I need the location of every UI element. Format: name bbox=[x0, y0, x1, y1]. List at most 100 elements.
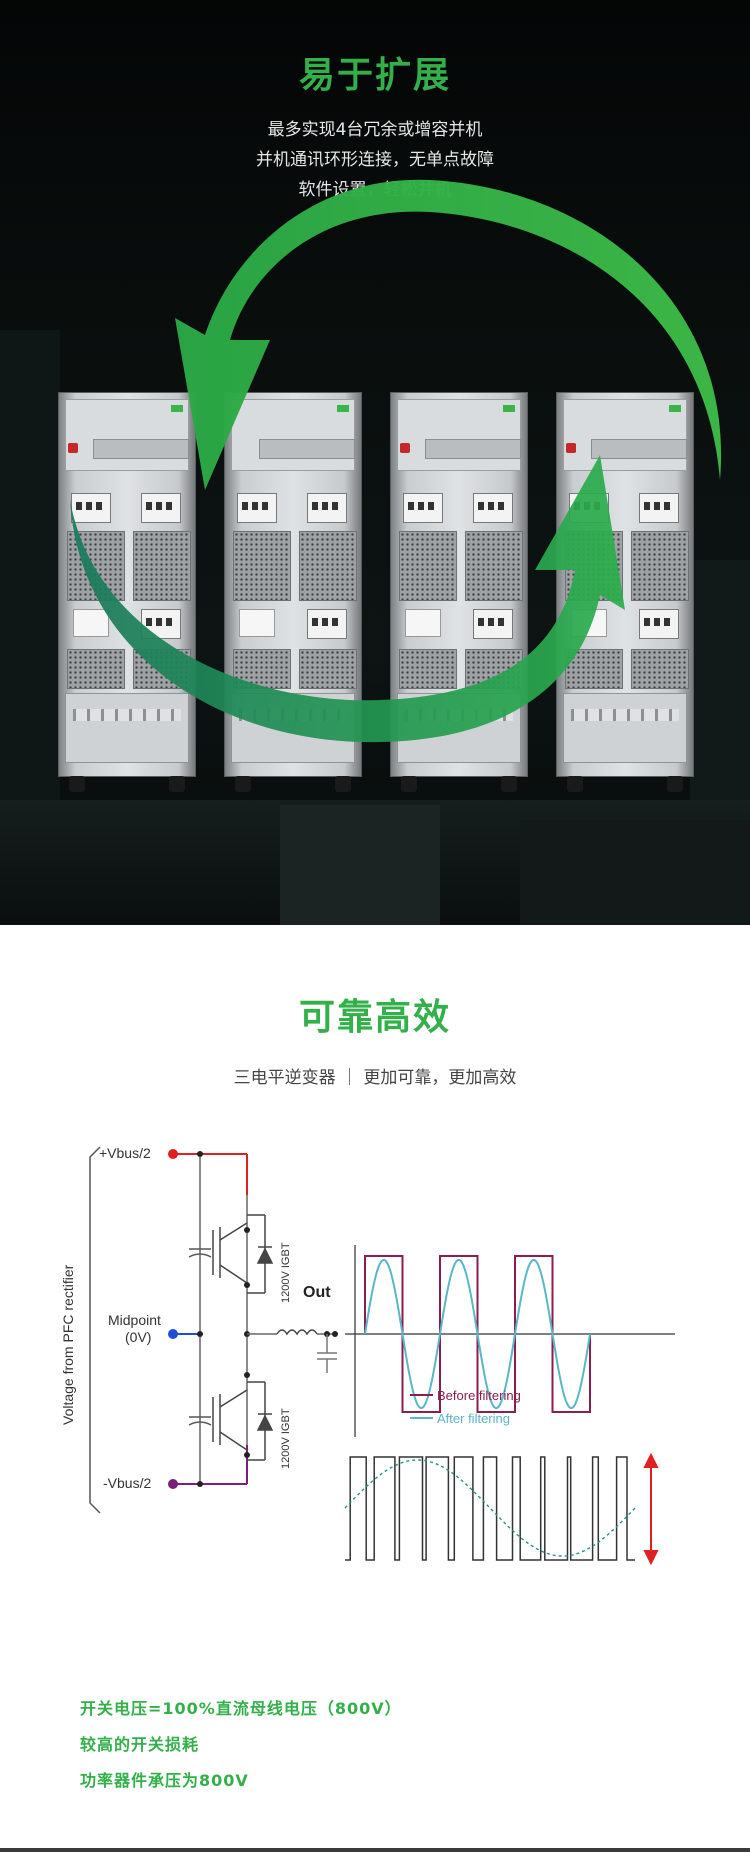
cabinet-display bbox=[259, 439, 355, 459]
igbt-bottom-label: 1200V IGBT bbox=[280, 1408, 292, 1469]
vent-grille bbox=[465, 531, 523, 601]
vent-grille bbox=[233, 649, 291, 689]
status-led-icon bbox=[337, 405, 349, 412]
cabinet-label bbox=[239, 609, 275, 637]
vent-grille bbox=[631, 649, 689, 689]
breaker-icon bbox=[639, 493, 679, 523]
out-label: Out bbox=[303, 1284, 331, 1301]
status-led-icon bbox=[503, 405, 515, 412]
igbt-bottom-icon bbox=[212, 1381, 274, 1461]
breaker-icon bbox=[237, 493, 277, 523]
circular-arrows-icon bbox=[70, 179, 722, 743]
ups-cabinet bbox=[224, 392, 362, 792]
midpoint-node bbox=[168, 1329, 178, 1339]
junction-dot bbox=[197, 1481, 203, 1487]
cabinet-display bbox=[591, 439, 687, 459]
reliable-title: 可靠高效 bbox=[298, 997, 451, 1038]
vent-grille bbox=[565, 649, 623, 689]
caster-icon bbox=[401, 776, 417, 792]
expand-section: 易于扩展 最多实现4台冗余或增容并机 并机通讯环形连接，无单点故障 软件设置，轻… bbox=[0, 0, 750, 925]
junction-dot bbox=[197, 1331, 203, 1337]
cabinet-control-panel bbox=[231, 399, 355, 471]
breaker-icon bbox=[71, 493, 111, 523]
lower-arrow-icon bbox=[70, 455, 625, 743]
three-level-inverter-diagram: Voltage from PFC rectifier +Vbus/2 Midpo… bbox=[60, 1145, 675, 1566]
midpoint-zero-label: (0V) bbox=[125, 1329, 151, 1345]
cabinet-label bbox=[73, 609, 109, 637]
expand-line-2: 并机通讯环形连接，无单点故障 bbox=[256, 150, 494, 170]
breaker-icon bbox=[307, 609, 347, 639]
breaker-icon bbox=[473, 609, 513, 639]
reliable-section: 可靠高效 三电平逆变器 ｜ 更加可靠，更加高效 Voltage from PFC… bbox=[0, 925, 750, 1852]
terminal-strip bbox=[571, 709, 679, 721]
igbt-top-icon bbox=[212, 1214, 274, 1294]
breaker-icon bbox=[307, 493, 347, 523]
amplitude-arrow-icon bbox=[643, 1452, 659, 1566]
vbus-positive-node bbox=[168, 1149, 178, 1159]
expand-title: 易于扩展 bbox=[298, 55, 451, 96]
after-filtering-wave bbox=[364, 1259, 591, 1409]
caster-icon bbox=[667, 776, 683, 792]
vbus-positive-label: +Vbus/2 bbox=[99, 1145, 151, 1161]
capacitor-top-icon bbox=[188, 1248, 212, 1258]
cabinet-label bbox=[405, 609, 441, 637]
cabinet-terminal-panel bbox=[563, 693, 687, 763]
voltage-bracket bbox=[89, 1146, 101, 1514]
feature-line-2: 较高的开关损耗 bbox=[80, 1735, 200, 1754]
emergency-button-icon bbox=[68, 443, 78, 453]
vent-grille bbox=[631, 531, 689, 601]
vent-grille bbox=[399, 649, 457, 689]
midpoint-label: Midpoint bbox=[108, 1312, 161, 1328]
vent-grille bbox=[399, 531, 457, 601]
cabinet-control-panel bbox=[65, 399, 189, 471]
caster-icon bbox=[501, 776, 517, 792]
caster-icon bbox=[169, 776, 185, 792]
status-led-icon bbox=[669, 405, 681, 412]
breaker-icon bbox=[639, 609, 679, 639]
cabinet-display bbox=[425, 439, 521, 459]
vent-grille bbox=[299, 649, 357, 689]
capacitor-bottom-icon bbox=[188, 1416, 212, 1426]
vbus-negative-node bbox=[168, 1479, 178, 1489]
legend-after-label: After filtering bbox=[437, 1411, 510, 1426]
pwm-pulse-train bbox=[345, 1456, 635, 1561]
caster-icon bbox=[235, 776, 251, 792]
breaker-icon bbox=[473, 493, 513, 523]
cabinet-display bbox=[93, 439, 189, 459]
vent-grille bbox=[299, 531, 357, 601]
feature-line-1: 开关电压=100%直流母线电压（800V） bbox=[80, 1699, 402, 1718]
caster-icon bbox=[335, 776, 351, 792]
footer-rule bbox=[0, 1848, 750, 1852]
feature-line-3: 功率器件承压为800V bbox=[80, 1771, 249, 1790]
cabinet-terminal-panel bbox=[65, 693, 189, 763]
junction-dot bbox=[197, 1151, 203, 1157]
expand-line-1: 最多实现4台冗余或增容并机 bbox=[267, 120, 483, 140]
output-node bbox=[332, 1331, 338, 1337]
pwm-reference-sine bbox=[344, 1459, 636, 1557]
vbus-negative-label: -Vbus/2 bbox=[103, 1475, 151, 1491]
caster-icon bbox=[69, 776, 85, 792]
ups-cabinet bbox=[58, 392, 196, 792]
junction-dot bbox=[244, 1372, 250, 1378]
vent-grille bbox=[233, 531, 291, 601]
background-block bbox=[280, 805, 440, 925]
breaker-icon bbox=[403, 493, 443, 523]
caster-icon bbox=[567, 776, 583, 792]
vent-grille bbox=[67, 649, 125, 689]
cabinet-control-panel bbox=[397, 399, 521, 471]
terminal-strip bbox=[73, 709, 181, 721]
cabinet-control-panel bbox=[563, 399, 687, 471]
junction-dot bbox=[244, 1227, 250, 1233]
junction-dot bbox=[244, 1452, 250, 1458]
background-panel bbox=[0, 330, 60, 850]
legend-before-label: Before filtering bbox=[437, 1388, 521, 1403]
emergency-button-icon bbox=[566, 443, 576, 453]
upper-arrow-icon bbox=[175, 179, 722, 490]
igbt-top-label: 1200V IGBT bbox=[280, 1242, 292, 1303]
inductor-icon bbox=[276, 1329, 318, 1336]
reliable-subtitle: 三电平逆变器 ｜ 更加可靠，更加高效 bbox=[233, 1068, 517, 1088]
background-block bbox=[520, 820, 750, 925]
vertical-voltage-label: Voltage from PFC rectifier bbox=[60, 1264, 76, 1425]
junction-dot bbox=[244, 1282, 250, 1288]
breaker-icon bbox=[141, 493, 181, 523]
